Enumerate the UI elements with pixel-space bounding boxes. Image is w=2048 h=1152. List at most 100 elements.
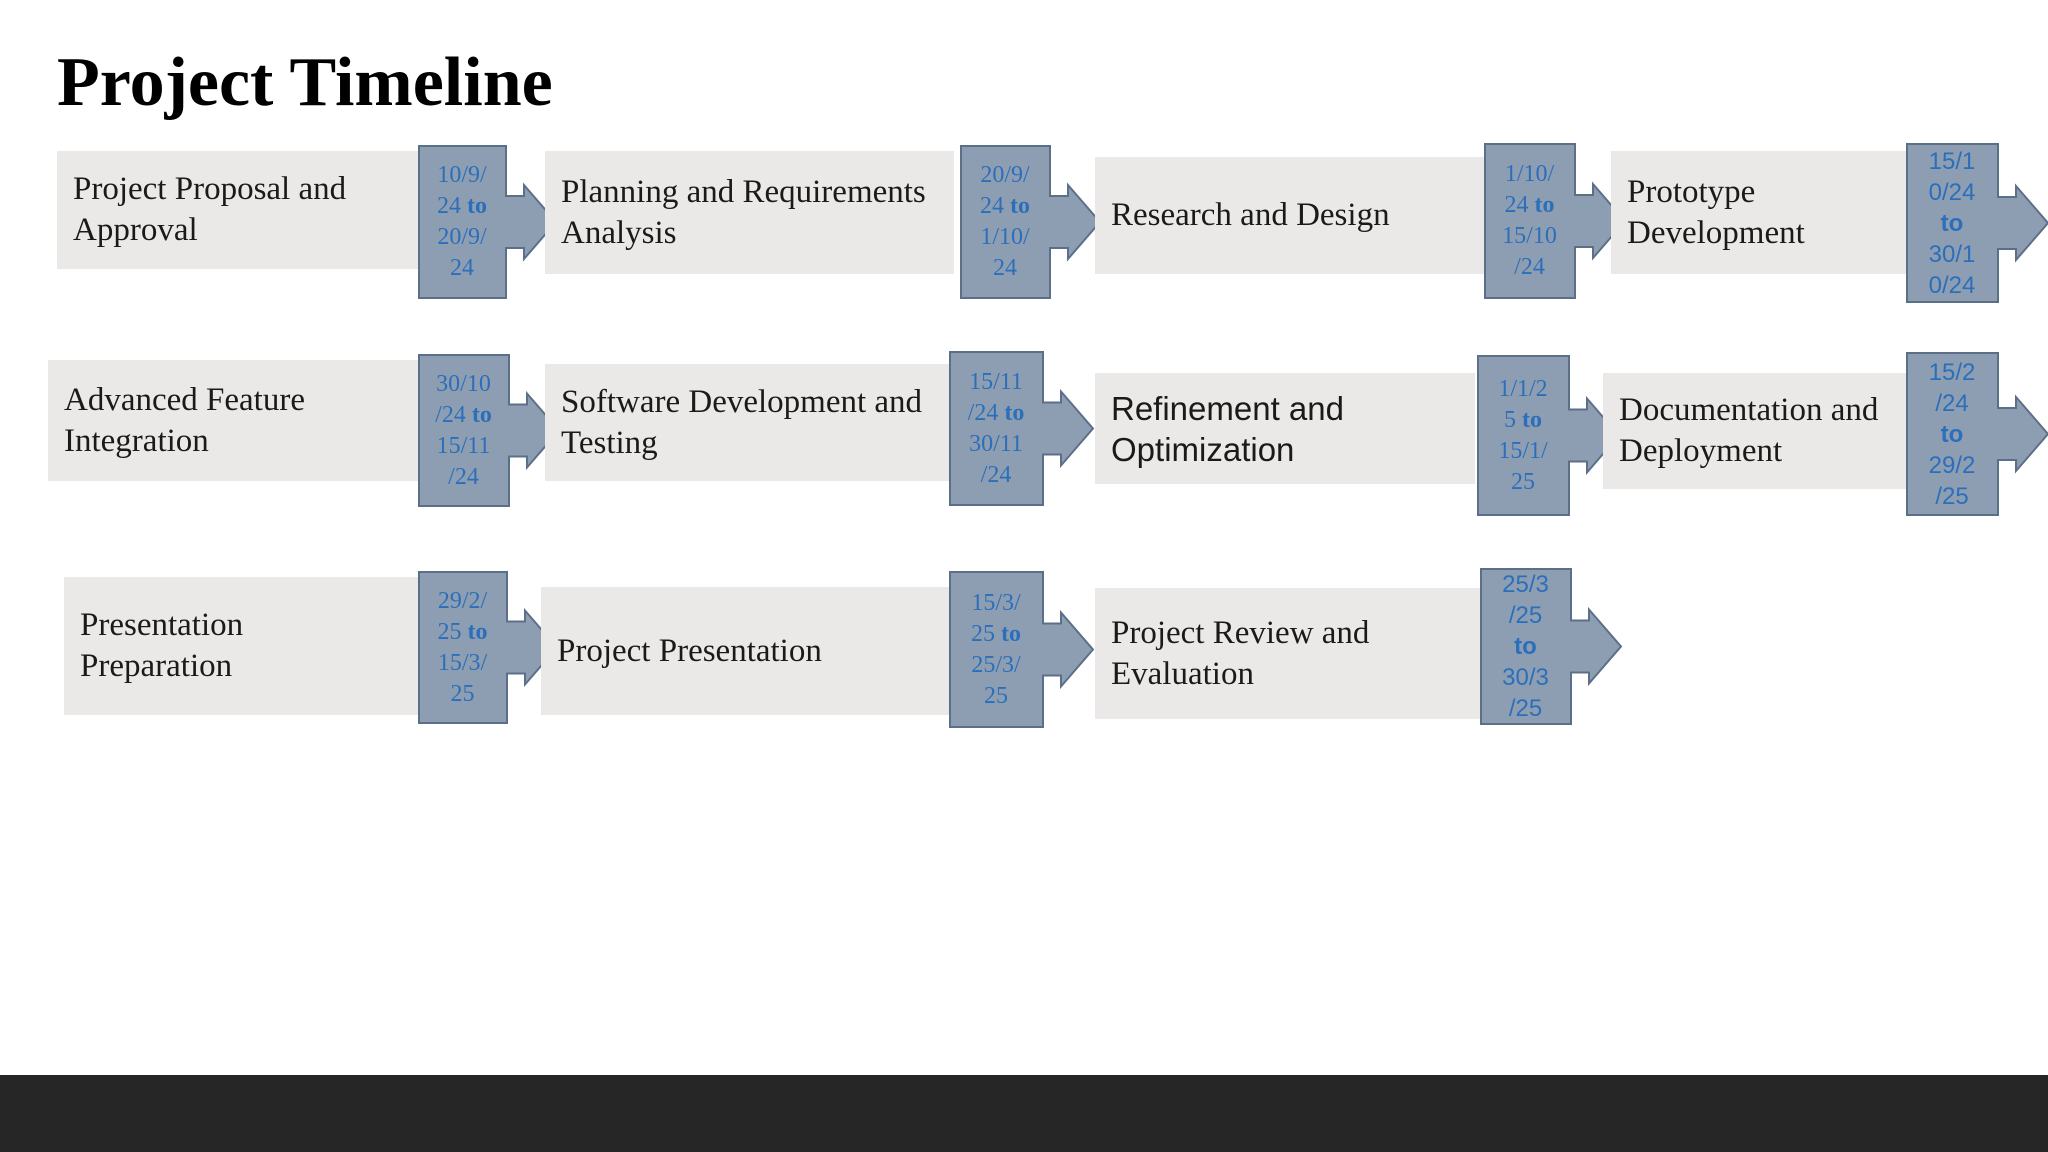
- date-line: 0/24: [1928, 271, 1976, 299]
- arrow-icon: [418, 145, 558, 299]
- arrow-icon: [1484, 143, 1627, 299]
- task-label-line: Approval: [73, 212, 198, 248]
- date-line: /24 to: [967, 399, 1025, 426]
- task-label-line: Development: [1627, 214, 1805, 251]
- date-line: 30/3: [1502, 664, 1549, 691]
- date-line: 15/11: [969, 368, 1023, 395]
- date-line: /24: [448, 463, 479, 490]
- date-callout-shape: [949, 571, 1095, 728]
- date-line: /24: [1514, 254, 1545, 280]
- arrow-icon: [418, 354, 561, 507]
- date-line: 20/9/: [980, 162, 1030, 188]
- date-callout-shape: [1906, 352, 2048, 516]
- date-line: 29/2/: [437, 587, 488, 614]
- date-line: 20/9/: [437, 224, 487, 250]
- date-line: 30/1: [1928, 240, 1976, 268]
- date-line: /25: [1508, 602, 1543, 629]
- date-badge: 15/11/24 to 30/11/24: [949, 351, 1095, 506]
- date-range: 1/10/24 to 15/10/24: [1484, 143, 1575, 299]
- date-line: 0/24: [1928, 178, 1976, 206]
- date-callout-shape: [418, 354, 561, 507]
- date-line: to: [1514, 633, 1537, 660]
- arrow-icon: [1906, 143, 2048, 303]
- arrow-icon: [1906, 352, 2048, 516]
- date-line: /25: [1508, 695, 1543, 722]
- date-line: 25/3/: [971, 651, 1021, 678]
- date-line: 25: [450, 680, 475, 707]
- date-range: 30/10/24 to 15/11/24: [418, 354, 509, 507]
- date-line: 15/2: [1928, 358, 1976, 386]
- date-line: 1/10/: [1504, 161, 1555, 187]
- task-label-line: Project Review and: [1111, 614, 1370, 651]
- task-box: Research and Design: [1095, 157, 1486, 274]
- task-label-line: Planning and Requirements: [561, 173, 926, 210]
- date-line: 1/10/: [980, 224, 1030, 250]
- task-label: Project Presentation: [557, 631, 830, 672]
- task-label-line: Research and Design: [1111, 197, 1390, 233]
- arrow-icon: [1480, 568, 1623, 725]
- date-line: 24 to: [1504, 192, 1555, 218]
- task-label-line: Documentation and: [1619, 392, 1879, 428]
- date-line: /24: [980, 461, 1012, 488]
- date-badge: 15/3/25 to 25/3/25: [949, 571, 1095, 728]
- date-line: 15/1: [1928, 147, 1976, 175]
- date-line: 15/3/: [437, 649, 488, 676]
- date-callout-shape: [1480, 568, 1623, 725]
- date-line: /24: [1935, 389, 1969, 417]
- date-line: 25 to: [971, 620, 1021, 647]
- arrow-icon: [949, 571, 1095, 728]
- task-label-line: Prototype: [1627, 173, 1756, 210]
- date-line: 25: [984, 682, 1008, 709]
- task-label-line: Software Development and: [561, 383, 923, 420]
- page-title: Project Timeline: [57, 44, 553, 121]
- date-callout-shape: [418, 145, 558, 299]
- date-line: /24 to: [435, 401, 492, 428]
- task-label-line: Optimization: [1111, 430, 1295, 468]
- date-line: 30/10: [436, 370, 491, 397]
- task-label-line: Preparation: [80, 648, 233, 684]
- date-range: 15/11/24 to 30/11/24: [949, 351, 1043, 506]
- task-box: Project Presentation: [541, 587, 949, 715]
- date-line: 30/11: [969, 430, 1023, 457]
- date-line: 24: [993, 255, 1017, 281]
- task-label-line: Analysis: [561, 214, 677, 251]
- date-line: 15/10: [1502, 223, 1557, 249]
- task-label-line: Project Proposal and: [73, 171, 347, 207]
- task-label-line: Deployment: [1619, 433, 1783, 469]
- task-label-line: Testing: [561, 424, 658, 461]
- date-line: 1/1/2: [1498, 375, 1548, 402]
- footer-bar: [0, 1075, 2048, 1152]
- date-range: 15/3/25 to 25/3/25: [949, 571, 1043, 728]
- date-line: 15/3/: [971, 589, 1021, 616]
- date-line: 15/11: [436, 432, 491, 459]
- date-line: 24 to: [437, 193, 487, 219]
- task-label-line: Evaluation: [1111, 655, 1254, 692]
